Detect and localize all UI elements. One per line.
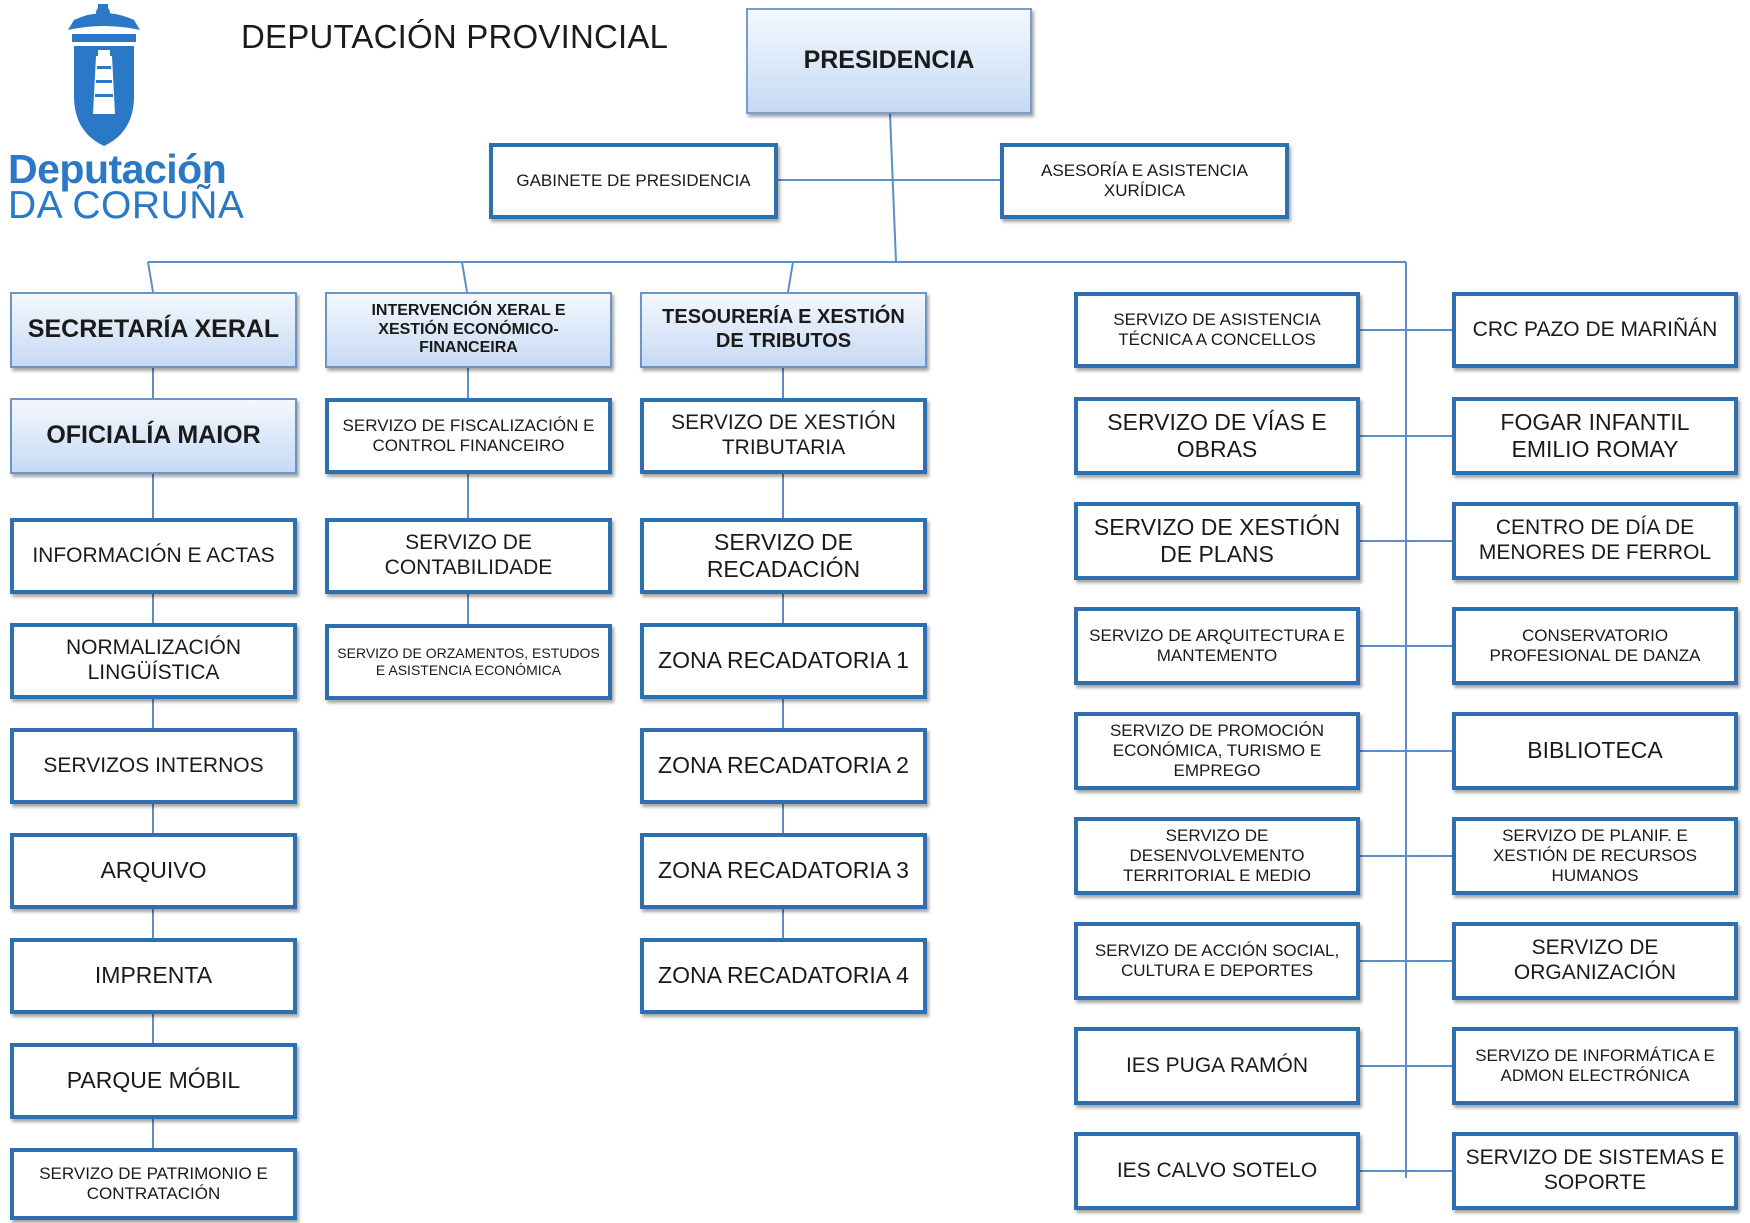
node-service-left: SERVIZO DE PROMOCIÓN ECONÓMICA, TURISMO … — [1074, 712, 1360, 790]
node-service-left: SERVIZO DE ASISTENCIA TÉCNICA A CONCELLO… — [1074, 292, 1360, 368]
node-tesoureria-item: SERVIZO DE XESTIÓN TRIBUTARIA — [640, 398, 927, 474]
node-secretaria-item: SERVIZO DE PATRIMONIO E CONTRATACIÓN — [10, 1148, 297, 1220]
node-tesoureria-item: ZONA RECADATORIA 2 — [640, 728, 927, 804]
node-secretaria-item: INFORMACIÓN E ACTAS — [10, 518, 297, 594]
node-service-right: SERVIZO DE INFORMÁTICA E ADMON ELECTRÓNI… — [1452, 1027, 1738, 1105]
connector-line — [147, 261, 154, 293]
node-tesoureria-item: SERVIZO DE RECADACIÓN — [640, 518, 927, 594]
node-tesoureria: TESOURERÍA E XESTIÓN DE TRIBUTOS — [640, 292, 927, 368]
node-service-right: CONSERVATORIO PROFESIONAL DE DANZA — [1452, 607, 1738, 685]
node-intervencion-item: SERVIZO DE FISCALIZACIÓN E CONTROL FINAN… — [325, 398, 612, 474]
node-service-left: SERVIZO DE ACCIÓN SOCIAL, CULTURA E DEPO… — [1074, 922, 1360, 1000]
node-service-right: SERVIZO DE PLANIF. E XESTIÓN DE RECURSOS… — [1452, 817, 1738, 895]
node-secretaria-item: IMPRENTA — [10, 938, 297, 1014]
node-service-right: CENTRO DE DÍA DE MENORES DE FERROL — [1452, 502, 1738, 580]
node-service-right: FOGAR INFANTIL EMILIO ROMAY — [1452, 397, 1738, 475]
node-secretaria-item: ARQUIVO — [10, 833, 297, 909]
node-service-left: SERVIZO DE VÍAS E OBRAS — [1074, 397, 1360, 475]
coat-of-arms-icon — [68, 4, 140, 146]
node-secretaria-item: PARQUE MÓBIL — [10, 1043, 297, 1119]
node-oficialia-maior: OFICIALÍA MAIOR — [10, 398, 297, 474]
connector-line — [787, 261, 794, 293]
node-intervencion-item: SERVIZO DE CONTABILIDADE — [325, 518, 612, 594]
connector-line — [461, 261, 468, 293]
node-service-right: SERVIZO DE ORGANIZACIÓN — [1452, 922, 1738, 1000]
node-service-right: BIBLIOTECA — [1452, 712, 1738, 790]
page-title: DEPUTACIÓN PROVINCIAL — [241, 18, 669, 55]
node-tesoureria-item: ZONA RECADATORIA 3 — [640, 833, 927, 909]
node-service-left: SERVIZO DE XESTIÓN DE PLANS — [1074, 502, 1360, 580]
node-service-left: SERVIZO DE ARQUITECTURA E MANTEMENTO — [1074, 607, 1360, 685]
node-service-right: CRC PAZO DE MARIÑÁN — [1452, 292, 1738, 368]
node-service-left: IES CALVO SOTELO — [1074, 1132, 1360, 1210]
node-intervencion-xeral: INTERVENCIÓN XERAL E XESTIÓN ECONÓMICO-F… — [325, 292, 612, 368]
logo-wordmark-line1: Deputación — [8, 146, 227, 192]
node-asesoria-xuridica: ASESORÍA E ASISTENCIA XURÍDICA — [1000, 143, 1289, 219]
node-intervencion-item: SERVIZO DE ORZAMENTOS, ESTUDOS E ASISTEN… — [325, 624, 612, 700]
node-secretaria-xeral: SECRETARÍA XERAL — [10, 292, 297, 368]
node-service-left: SERVIZO DE DESENVOLVEMENTO TERRITORIAL E… — [1074, 817, 1360, 895]
node-secretaria-item: SERVIZOS INTERNOS — [10, 728, 297, 804]
node-gabinete-presidencia: GABINETE DE PRESIDENCIA — [489, 143, 778, 219]
node-tesoureria-item: ZONA RECADATORIA 1 — [640, 623, 927, 699]
node-service-left: IES PUGA RAMÓN — [1074, 1027, 1360, 1105]
node-presidencia: PRESIDENCIA — [746, 8, 1032, 114]
connector-line — [889, 113, 897, 263]
logo-wordmark-line2: DA CORUÑA — [8, 184, 245, 227]
node-tesoureria-item: ZONA RECADATORIA 4 — [640, 938, 927, 1014]
node-service-right: SERVIZO DE SISTEMAS E SOPORTE — [1452, 1132, 1738, 1210]
node-secretaria-item: NORMALIZACIÓN LINGÜÍSTICA — [10, 623, 297, 699]
